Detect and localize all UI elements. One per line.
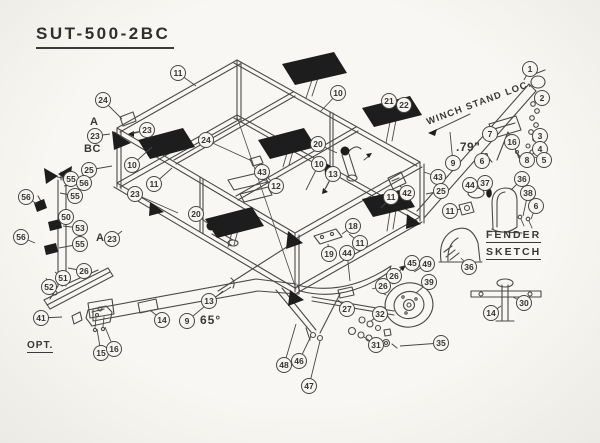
callout-44: 44 bbox=[462, 177, 478, 193]
callout-14: 14 bbox=[154, 312, 170, 328]
callout-24: 24 bbox=[198, 132, 214, 148]
callout-55: 55 bbox=[67, 188, 83, 204]
callout-20: 20 bbox=[188, 206, 204, 222]
callout-21: 21 bbox=[381, 93, 397, 109]
callout-11: 11 bbox=[352, 235, 368, 251]
callout-10: 10 bbox=[124, 157, 140, 173]
callout-18: 18 bbox=[345, 218, 361, 234]
callout-6: 6 bbox=[528, 198, 544, 214]
diagram-label-65: 65° bbox=[200, 313, 222, 327]
diagram-label-fender: FENDER bbox=[486, 229, 542, 243]
callout-23: 23 bbox=[87, 128, 103, 144]
callout-11: 11 bbox=[442, 203, 458, 219]
callout-12: 12 bbox=[268, 178, 284, 194]
diagram-label-a: A bbox=[90, 116, 98, 128]
callout-6: 6 bbox=[474, 153, 490, 169]
callout-22: 22 bbox=[396, 97, 412, 113]
callout-51: 51 bbox=[55, 270, 71, 286]
callout-48: 48 bbox=[276, 357, 292, 373]
callout-9: 9 bbox=[445, 155, 461, 171]
callout-43: 43 bbox=[430, 169, 446, 185]
diagram-label-bc: BC bbox=[84, 143, 101, 155]
callout-49: 49 bbox=[419, 256, 435, 272]
callout-11: 11 bbox=[170, 65, 186, 81]
callout-10: 10 bbox=[330, 85, 346, 101]
callout-56: 56 bbox=[18, 189, 34, 205]
callout-23: 23 bbox=[104, 231, 120, 247]
callout-11: 11 bbox=[146, 176, 162, 192]
callout-52: 52 bbox=[41, 279, 57, 295]
callout-45: 45 bbox=[404, 255, 420, 271]
callout-26: 26 bbox=[375, 278, 391, 294]
callout-23: 23 bbox=[139, 122, 155, 138]
callout-47: 47 bbox=[301, 378, 317, 394]
callout-20: 20 bbox=[310, 136, 326, 152]
diagram-label-a: A bbox=[96, 232, 104, 244]
callout-41: 41 bbox=[33, 310, 49, 326]
callout-31: 31 bbox=[368, 337, 384, 353]
callout-38: 38 bbox=[520, 185, 536, 201]
callout-44: 44 bbox=[339, 245, 355, 261]
callout-27: 27 bbox=[339, 301, 355, 317]
callout-43: 43 bbox=[254, 164, 270, 180]
callout-10: 10 bbox=[311, 156, 327, 172]
callout-30: 30 bbox=[516, 295, 532, 311]
diagram-label-opt: OPT. bbox=[27, 340, 54, 353]
drawing-title: SUT-500-2BC bbox=[36, 24, 175, 49]
callout-2: 2 bbox=[534, 90, 550, 106]
diagram-label-79: .79" bbox=[456, 140, 481, 154]
callout-23: 23 bbox=[127, 186, 143, 202]
callout-53: 53 bbox=[72, 220, 88, 236]
callout-14: 14 bbox=[483, 305, 499, 321]
callout-42: 42 bbox=[399, 185, 415, 201]
callout-24: 24 bbox=[95, 92, 111, 108]
callout-56: 56 bbox=[13, 229, 29, 245]
callout-13: 13 bbox=[201, 293, 217, 309]
callout-1: 1 bbox=[522, 61, 538, 77]
callout-26: 26 bbox=[76, 263, 92, 279]
callout-11: 11 bbox=[383, 189, 399, 205]
callout-15: 15 bbox=[93, 345, 109, 361]
callout-37: 37 bbox=[477, 175, 493, 191]
callout-35: 35 bbox=[433, 335, 449, 351]
callout-50: 50 bbox=[58, 209, 74, 225]
callout-8: 8 bbox=[519, 152, 535, 168]
diagram-label-sketch: SKETCH bbox=[486, 246, 542, 260]
callout-26: 26 bbox=[386, 268, 402, 284]
callout-16: 16 bbox=[106, 341, 122, 357]
callout-16: 16 bbox=[504, 134, 520, 150]
callout-55: 55 bbox=[72, 236, 88, 252]
callout-7: 7 bbox=[482, 126, 498, 142]
callout-19: 19 bbox=[321, 246, 337, 262]
callout-25: 25 bbox=[433, 183, 449, 199]
callout-36: 36 bbox=[461, 259, 477, 275]
callout-13: 13 bbox=[325, 166, 341, 182]
callout-5: 5 bbox=[536, 152, 552, 168]
callout-56: 56 bbox=[76, 175, 92, 191]
callout-39: 39 bbox=[421, 274, 437, 290]
callout-32: 32 bbox=[372, 306, 388, 322]
callout-9: 9 bbox=[179, 313, 195, 329]
callout-46: 46 bbox=[291, 353, 307, 369]
callout-3: 3 bbox=[532, 128, 548, 144]
